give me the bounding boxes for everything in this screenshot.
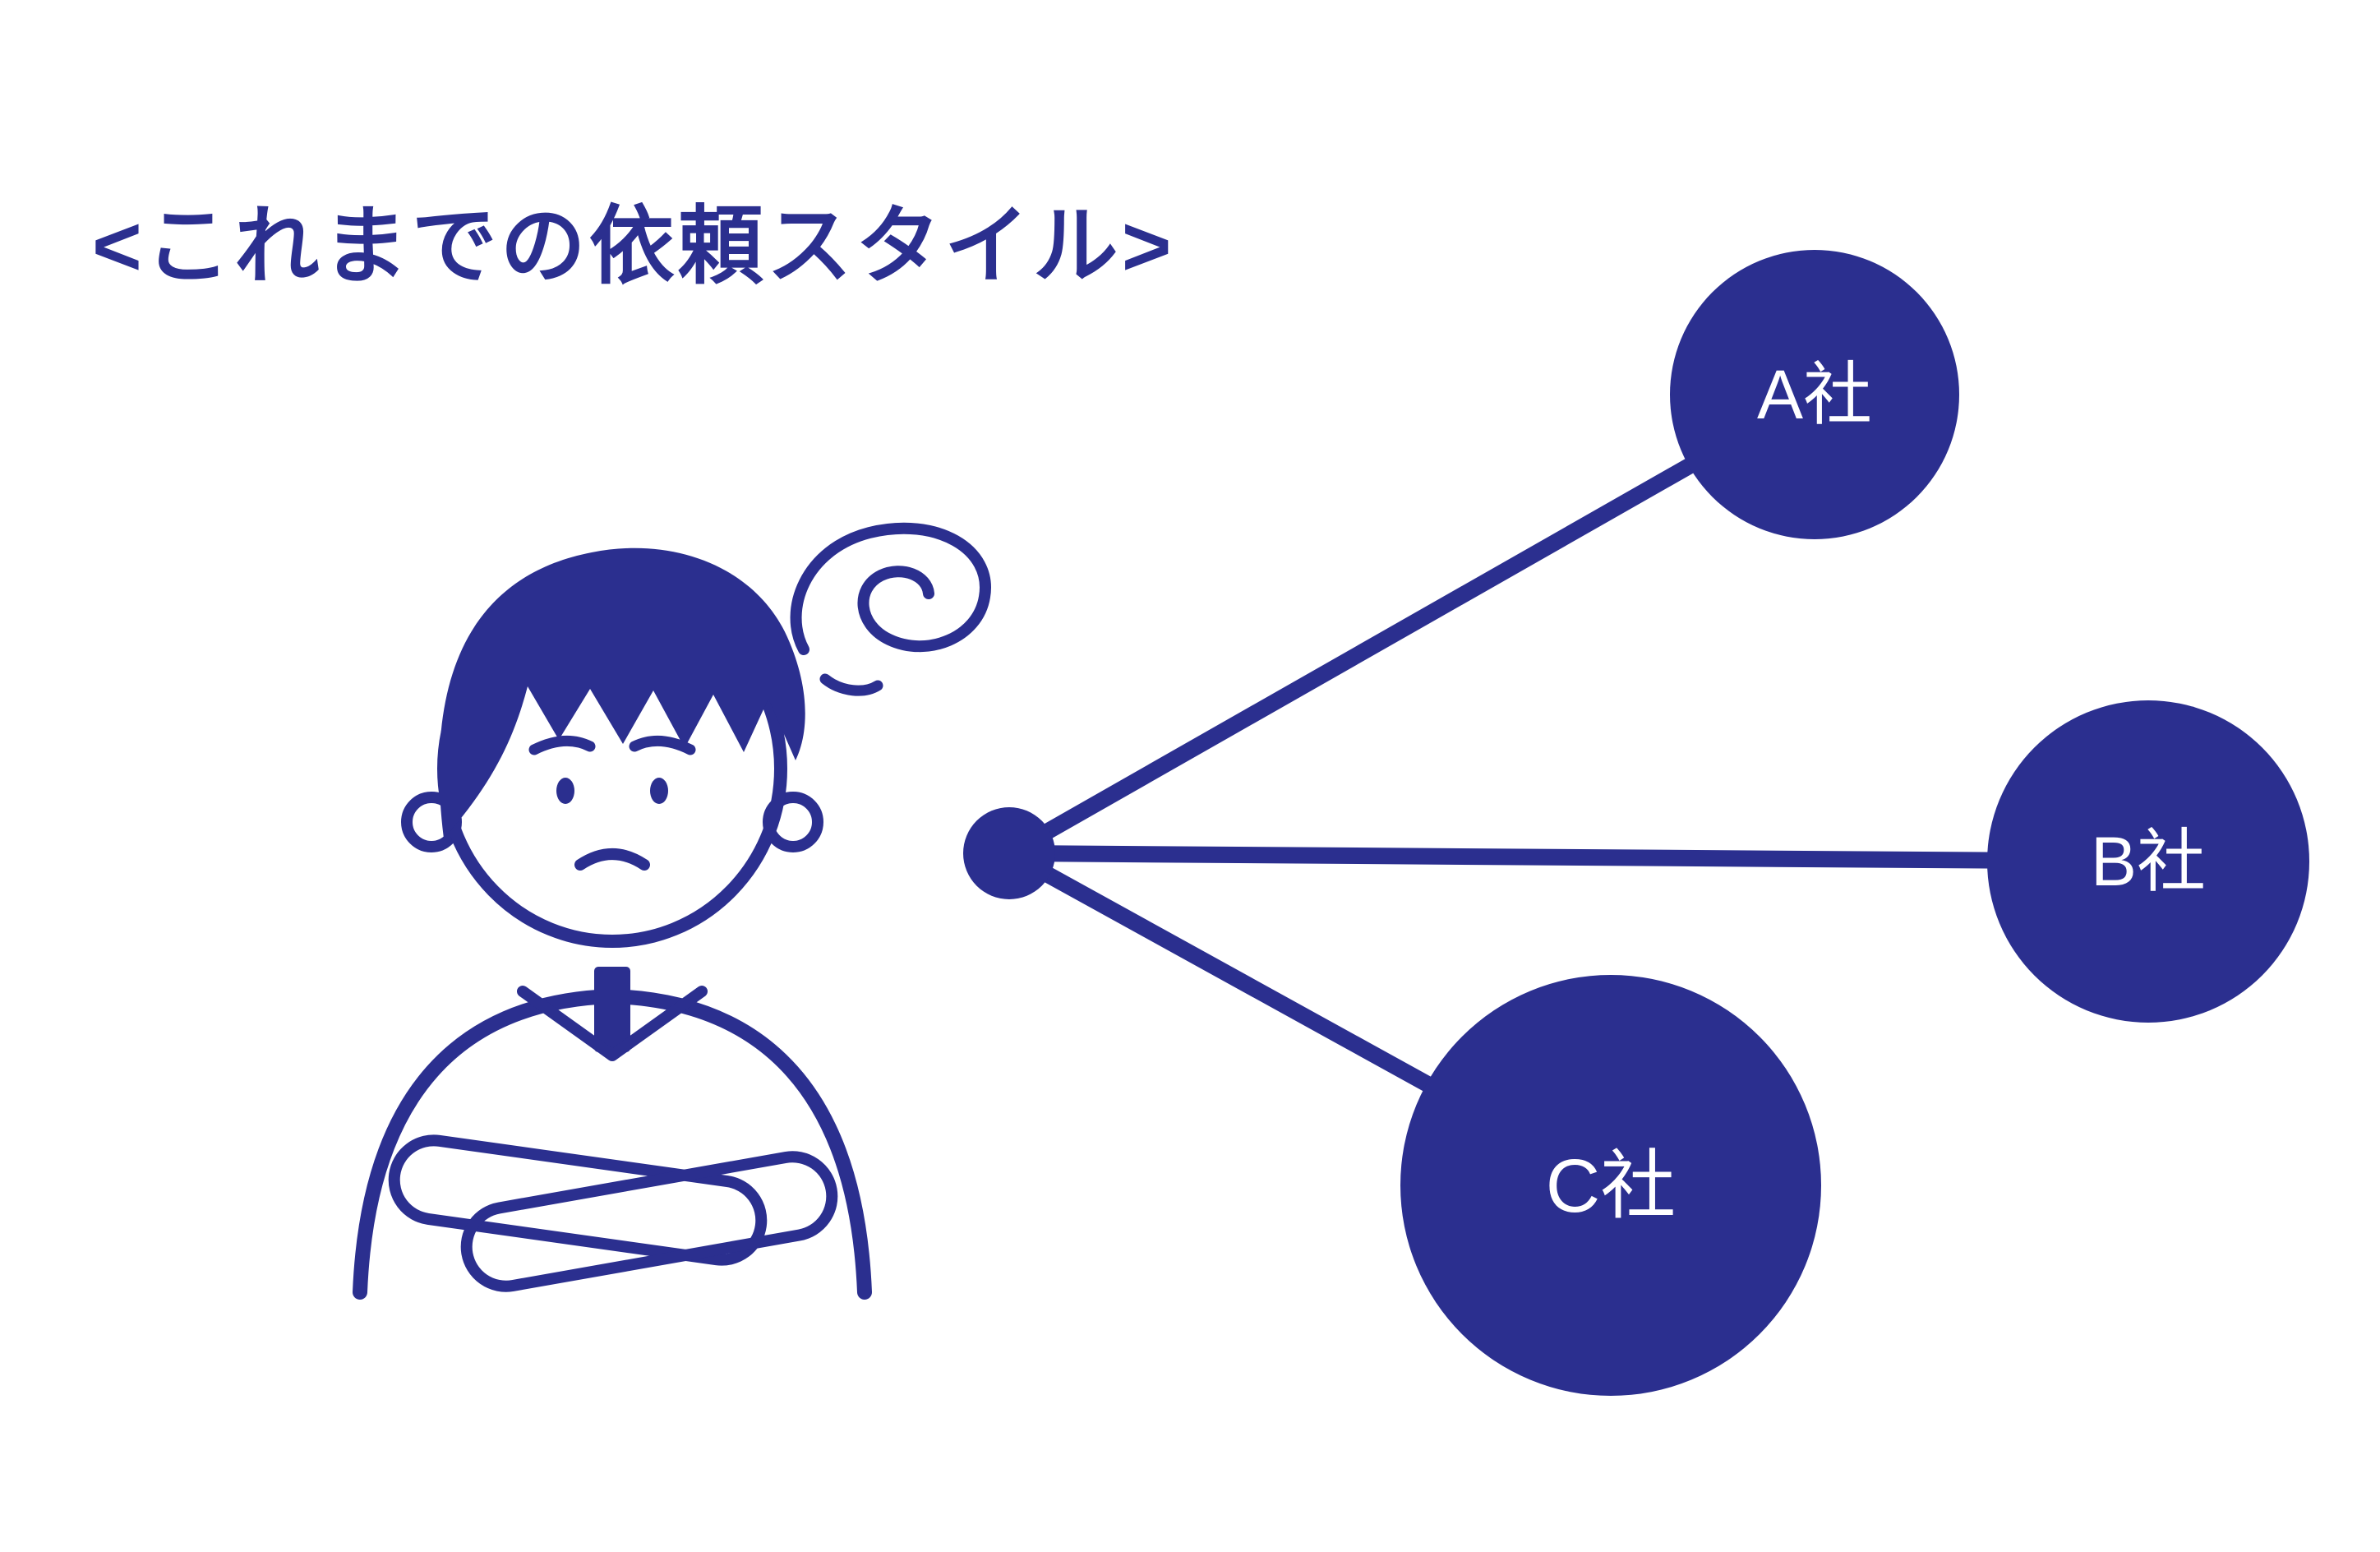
crossed-arm-right xyxy=(460,1151,838,1292)
right-eye xyxy=(650,778,668,804)
node-company-b: B社 xyxy=(1987,700,2309,1023)
node-company-c-circle xyxy=(1400,975,1821,1396)
connection-point-dot xyxy=(963,807,1055,899)
node-company-a-circle xyxy=(1670,250,1959,539)
node-company-b-circle xyxy=(1987,700,2309,1023)
collar xyxy=(517,986,708,1061)
worried-man-arms-crossed-icon xyxy=(353,522,991,1300)
diagram-title: <これまでの依頼スタイル> xyxy=(92,199,1175,294)
node-company-c-label: C社 xyxy=(1546,1144,1676,1228)
frown-mouth xyxy=(574,848,650,871)
left-eye xyxy=(556,778,574,804)
swirl-tail-stroke xyxy=(819,673,883,696)
node-company-c: C社 xyxy=(1400,975,1821,1396)
node-company-a: A社 xyxy=(1670,250,1959,539)
crossed-arm-left xyxy=(388,1134,768,1266)
node-company-b-label: B社 xyxy=(2091,823,2206,900)
connector-to-company-b xyxy=(1001,845,2156,870)
right-eyebrow xyxy=(629,735,696,755)
neck-shirt xyxy=(594,967,630,1052)
node-company-a-label: A社 xyxy=(1757,356,1872,433)
left-eyebrow xyxy=(528,735,596,755)
connector-to-company-a xyxy=(1001,386,1823,861)
hair xyxy=(439,547,805,838)
swirl-scribble-icon xyxy=(790,522,991,655)
